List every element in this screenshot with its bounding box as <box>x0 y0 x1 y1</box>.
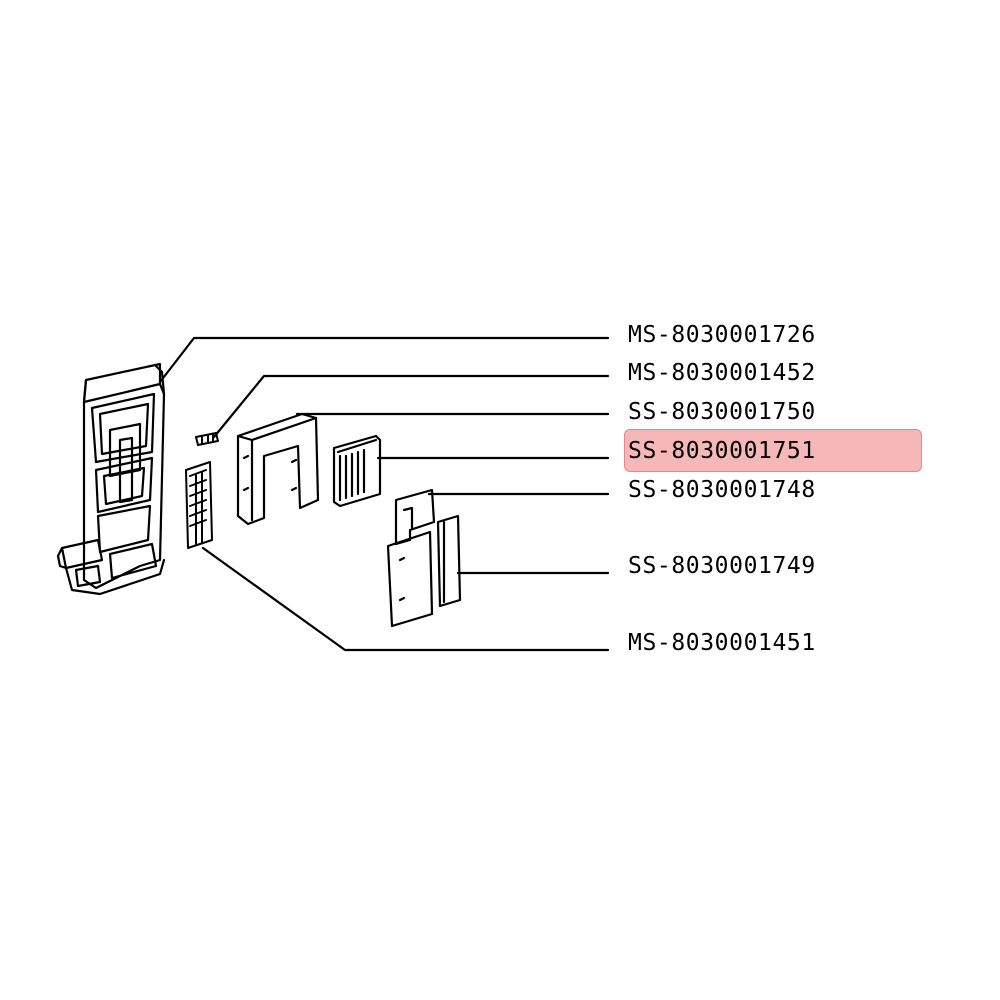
u-frame-part <box>236 412 320 526</box>
small-connector-part <box>195 432 219 446</box>
panel-part <box>386 488 436 628</box>
part-label-5[interactable]: SS-8030001748 <box>628 477 816 503</box>
part-label-3[interactable]: SS-8030001750 <box>628 399 816 425</box>
main-housing-part <box>56 362 166 596</box>
leader-line-1 <box>158 336 610 384</box>
rail-part <box>185 461 213 549</box>
leader-line-2 <box>212 374 610 439</box>
slim-panel-part <box>436 514 462 608</box>
part-label-4-selected[interactable]: SS-8030001751 <box>628 438 816 464</box>
selected-part-highlight <box>624 429 922 472</box>
part-label-7[interactable]: MS-8030001451 <box>628 630 816 656</box>
small-board-part <box>332 434 382 508</box>
part-label-6[interactable]: SS-8030001749 <box>628 553 816 579</box>
part-label-2[interactable]: MS-8030001452 <box>628 360 816 386</box>
leader-line-7 <box>201 546 610 652</box>
part-label-1[interactable]: MS-8030001726 <box>628 322 816 348</box>
